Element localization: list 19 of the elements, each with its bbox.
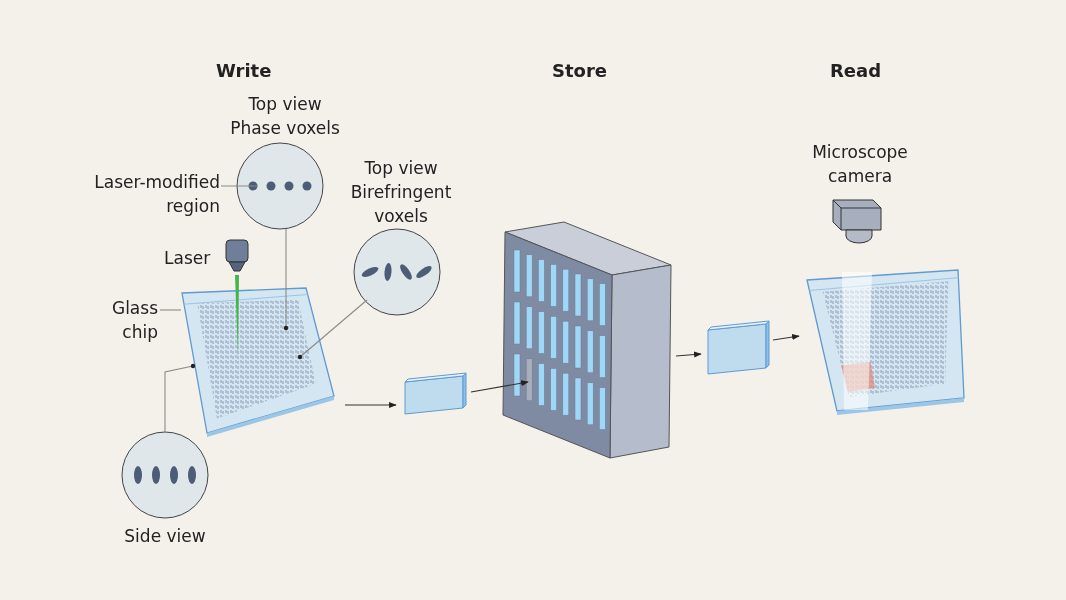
camera-label: Microscope camera — [811, 141, 909, 188]
callout-label: Laser-modified region — [93, 171, 220, 218]
arrow — [675, 351, 702, 358]
laser-label: Laser — [164, 247, 211, 270]
section-heading: Store — [552, 60, 608, 81]
leader-line — [285, 228, 287, 329]
leader-line — [299, 299, 368, 358]
leader-line — [220, 185, 259, 187]
view-caption: Top view Birefringent voxels — [349, 157, 453, 228]
leader-line — [164, 365, 194, 433]
section-heading: Read — [830, 60, 882, 81]
arrow — [772, 334, 800, 341]
view-caption: Side view — [123, 525, 207, 548]
leader-line — [159, 309, 182, 311]
view-caption: Top view Phase voxels — [229, 93, 341, 140]
callout-label: Glass chip — [110, 297, 158, 344]
arrow — [344, 401, 397, 409]
arrow — [470, 380, 529, 393]
section-heading: Write — [216, 60, 272, 81]
